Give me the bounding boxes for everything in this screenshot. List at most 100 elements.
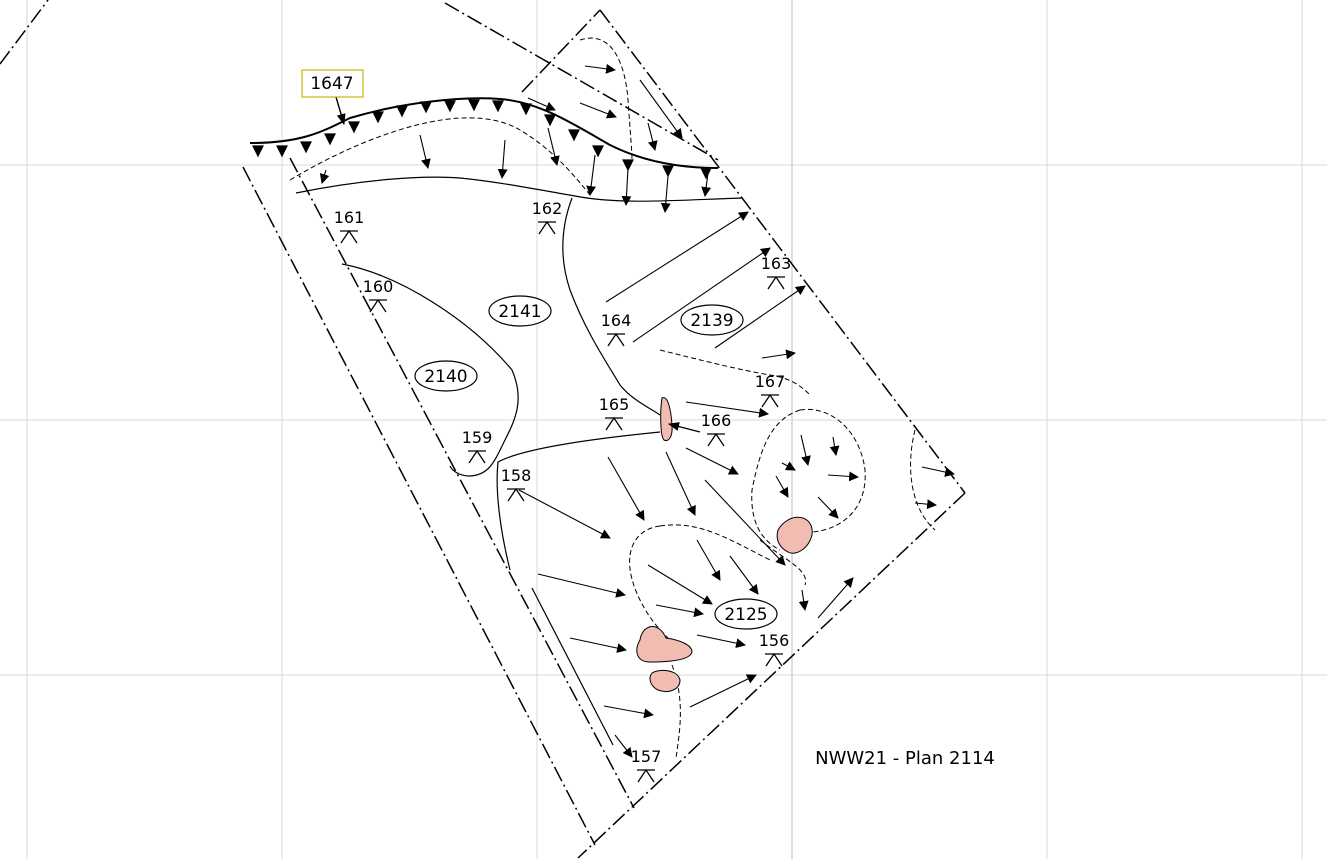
slope-arrow	[685, 401, 769, 418]
slope-arrow	[798, 589, 809, 611]
slope-arrow	[647, 564, 713, 605]
hachure-tick	[396, 105, 408, 118]
level-label: 161	[334, 208, 365, 227]
stone-2	[776, 516, 813, 554]
context-label: 2125	[724, 605, 767, 625]
level-160: 160	[363, 277, 394, 313]
slope-arrow	[704, 479, 786, 566]
hachure-tick	[622, 159, 634, 172]
level-marker	[761, 393, 779, 408]
context-2141: 2141	[488, 295, 552, 327]
slope-arrow	[914, 499, 937, 510]
slope-arrow	[614, 734, 633, 758]
hachure-tick	[324, 133, 336, 146]
context-2140: 2140	[414, 360, 478, 392]
context-label: 2139	[690, 311, 733, 331]
cut-label-text: 1647	[310, 74, 353, 94]
level-167: 167	[755, 372, 786, 408]
level-label: 167	[755, 372, 786, 391]
plan-title: NWW21 - Plan 2114	[815, 748, 995, 769]
hachure-tick	[592, 145, 604, 158]
slope-arrow	[827, 471, 859, 482]
level-label: 158	[501, 466, 532, 485]
slope-arrow	[665, 451, 696, 516]
slope-arrow	[689, 674, 757, 708]
level-165: 165	[599, 395, 630, 431]
slope-arrow	[829, 436, 840, 456]
level-label: 163	[761, 254, 792, 273]
hachure-tick	[420, 101, 432, 114]
slope-arrow	[586, 154, 597, 196]
level-marker	[340, 229, 358, 244]
slope-arrow	[584, 63, 616, 74]
level-marker	[707, 432, 725, 447]
stone-4	[649, 669, 681, 693]
hachure-tick	[568, 129, 580, 142]
level-157: 157	[631, 747, 661, 783]
context-2125: 2125	[714, 598, 778, 630]
level-162: 162	[532, 199, 563, 235]
hachure-tick	[662, 165, 674, 178]
slope-arrow	[800, 434, 811, 466]
hachure-tick	[468, 99, 480, 112]
level-marker	[538, 220, 556, 235]
context-2139: 2139	[680, 304, 744, 336]
slope-arrow	[419, 134, 431, 169]
stone-3	[636, 626, 693, 663]
context-boundaries	[295, 176, 743, 746]
slope-arrow	[497, 139, 508, 179]
level-166: 166	[701, 411, 732, 447]
hachure-tick	[520, 103, 532, 116]
level-161: 161	[334, 208, 365, 244]
hachure-tick	[372, 111, 384, 124]
hachure-tick	[492, 100, 504, 113]
slope-arrow	[579, 102, 617, 119]
level-marker	[507, 487, 525, 502]
slope-arrow	[537, 573, 626, 598]
cut-label-1647: 1647	[301, 69, 364, 98]
level-marker	[605, 416, 623, 431]
slope-arrow	[775, 475, 789, 498]
level-marker	[607, 332, 625, 347]
slope-arrow	[655, 604, 704, 618]
slope-arrow	[607, 456, 645, 521]
slope-arrow	[527, 97, 556, 111]
slope-arrow	[781, 461, 796, 471]
slope-arrow	[569, 637, 627, 653]
slope-arrow	[696, 634, 746, 649]
level-156: 156	[759, 631, 790, 667]
slope-arrow	[319, 169, 330, 184]
trench-boundary	[0, 0, 966, 859]
hachure-tick	[276, 145, 288, 158]
context-label: 2141	[498, 302, 541, 322]
level-marker	[468, 449, 486, 464]
slope-arrow	[701, 172, 712, 197]
slope-arrow	[632, 247, 771, 343]
level-label: 159	[462, 428, 493, 447]
slope-arrow	[729, 555, 759, 595]
level-label: 166	[701, 411, 732, 430]
cut-edge-1647	[249, 97, 719, 180]
slope-arrow	[921, 466, 955, 477]
slope-arrows	[319, 63, 955, 758]
level-158: 158	[501, 466, 532, 502]
level-label: 160	[363, 277, 394, 296]
hachure-tick	[700, 167, 712, 180]
level-label: 162	[532, 199, 563, 218]
level-marker	[637, 768, 655, 783]
slope-arrow	[817, 496, 839, 519]
level-label: 156	[759, 631, 790, 650]
slope-arrow	[714, 285, 806, 349]
slope-arrow	[647, 122, 658, 151]
hachure-tick	[252, 145, 264, 158]
level-marker	[369, 298, 387, 313]
slope-arrow	[817, 577, 854, 619]
level-159: 159	[462, 428, 493, 464]
level-marker	[765, 652, 783, 667]
stone-1	[660, 397, 673, 441]
level-label: 165	[599, 395, 630, 414]
level-label: 164	[601, 311, 632, 330]
hachure-tick	[444, 100, 456, 113]
hachure-tick	[544, 114, 556, 127]
